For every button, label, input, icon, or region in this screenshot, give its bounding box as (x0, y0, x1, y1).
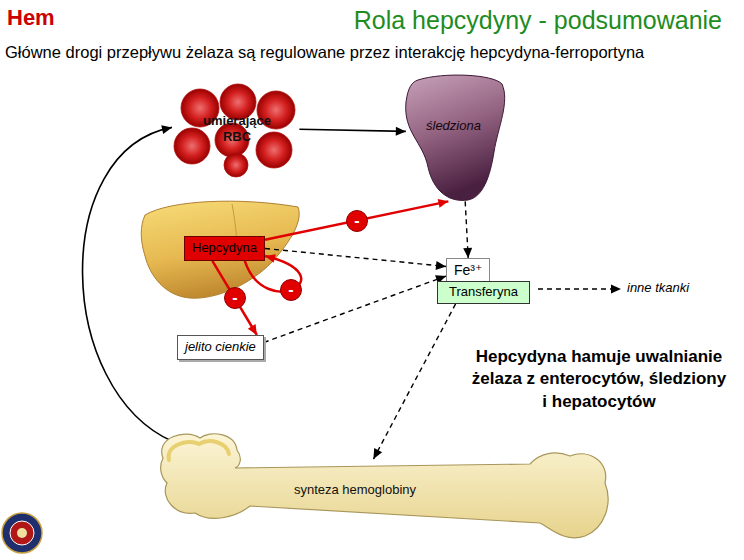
red-blood-cell (174, 128, 210, 164)
arrowhead (436, 261, 446, 270)
connector-line (265, 248, 446, 266)
inhibition-badge: - (224, 287, 246, 309)
intestine-box: jelito cienkie (177, 335, 264, 360)
hepcidin-box: Hepcydyna (184, 236, 265, 261)
arrowhead (463, 248, 472, 258)
spleen-outline (398, 72, 510, 204)
university-logo (2, 513, 42, 553)
node-text: śledziona (426, 118, 481, 133)
bone-shape: synteza hemoglobiny (155, 428, 613, 543)
node-text: synteza hemoglobiny (255, 482, 455, 497)
connector-line (264, 276, 446, 342)
arrowhead (396, 127, 406, 136)
connector (212, 261, 257, 335)
red-blood-cell (256, 132, 292, 168)
arrowhead (248, 324, 257, 335)
connector-line (265, 201, 448, 239)
node-text: umierające RBC (197, 113, 277, 144)
inhibition-sign: - (225, 288, 245, 307)
slide-title: Rola hepcydyny - podsumowanie (354, 6, 722, 35)
subtitle: Główne drogi przepływu żelaza są regulow… (5, 43, 644, 62)
inhibition-badge: - (346, 210, 368, 232)
target-label: inne tkanki (627, 280, 689, 295)
arrowhead (438, 199, 449, 208)
arrowhead (265, 254, 276, 263)
inhibition-sign: - (347, 211, 367, 230)
connector-line (373, 304, 455, 459)
dying-rbc-cluster: umierające RBC (172, 86, 302, 178)
red-blood-cell (224, 153, 248, 177)
connector-line (212, 261, 257, 335)
spleen-organ: śledziona (398, 72, 510, 204)
node-text: jelito cienkie (185, 340, 256, 355)
arrowhead (373, 448, 382, 459)
university-logo-core (17, 528, 27, 538)
transferrin-box: Transferyna (437, 281, 530, 304)
distribution-arrow-line (538, 288, 613, 289)
connector (463, 201, 472, 258)
connector (264, 275, 446, 342)
connector (373, 304, 455, 459)
node-text: Hepcydyna (192, 241, 257, 256)
iron-box: Fe³⁺ (446, 258, 490, 282)
inhibition-badge: - (280, 279, 302, 301)
connector (299, 127, 405, 136)
node-text: Transferyna (449, 285, 518, 300)
bone-outline-path (161, 434, 608, 538)
section-tag: Hem (7, 5, 55, 31)
university-logo-inner (10, 521, 34, 545)
connector (83, 125, 174, 442)
inhibition-sign: - (281, 280, 301, 299)
arrowhead (161, 125, 172, 134)
connector (265, 199, 448, 240)
spleen-shape (406, 75, 505, 200)
distribution-arrowhead (611, 285, 621, 294)
bone-head-highlight (169, 441, 229, 460)
summary-note: Hepcydyna hamuje uwalnianie żelaza z ent… (470, 346, 728, 413)
connector-line (299, 129, 405, 131)
connector-line (83, 127, 174, 441)
node-text: Fe³⁺ (454, 262, 482, 278)
